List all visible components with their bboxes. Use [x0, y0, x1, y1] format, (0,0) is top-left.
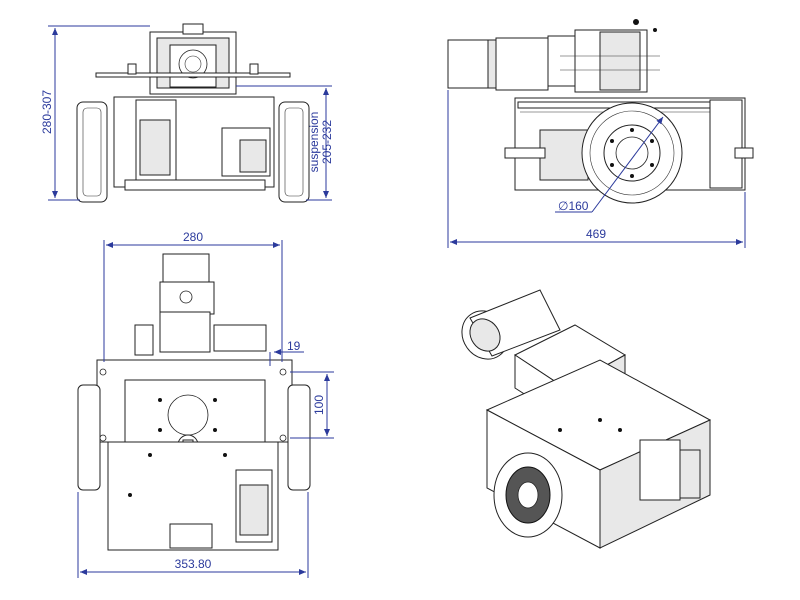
label-suspension: suspension: [307, 112, 321, 173]
dim-top-offset: 19: [269, 339, 304, 366]
dim-side-length: 469: [447, 90, 746, 248]
dim-top-overall: 353.80: [77, 492, 309, 578]
side-view: [447, 19, 754, 204]
label-top-width: 280: [183, 230, 203, 244]
label-top-overall: 353.80: [175, 557, 212, 571]
top-view: [77, 253, 311, 551]
dim-top-width: 280: [103, 230, 283, 362]
front-view: [76, 23, 310, 203]
label-side-length: 469: [586, 227, 606, 241]
label-front-height: 280-307: [40, 90, 54, 134]
label-top-spacing: 100: [312, 395, 326, 415]
isometric-view: [461, 289, 712, 549]
label-wheel-diameter: ∅160: [558, 199, 589, 213]
dim-wheel-diameter: ∅160: [555, 116, 664, 213]
dim-suspension: suspension 205-232: [236, 85, 334, 201]
label-top-offset: 19: [287, 339, 301, 353]
dim-top-spacing: 100: [290, 371, 334, 439]
dim-front-height: 280-307: [40, 25, 150, 201]
label-suspension-value: 205-232: [320, 120, 334, 164]
